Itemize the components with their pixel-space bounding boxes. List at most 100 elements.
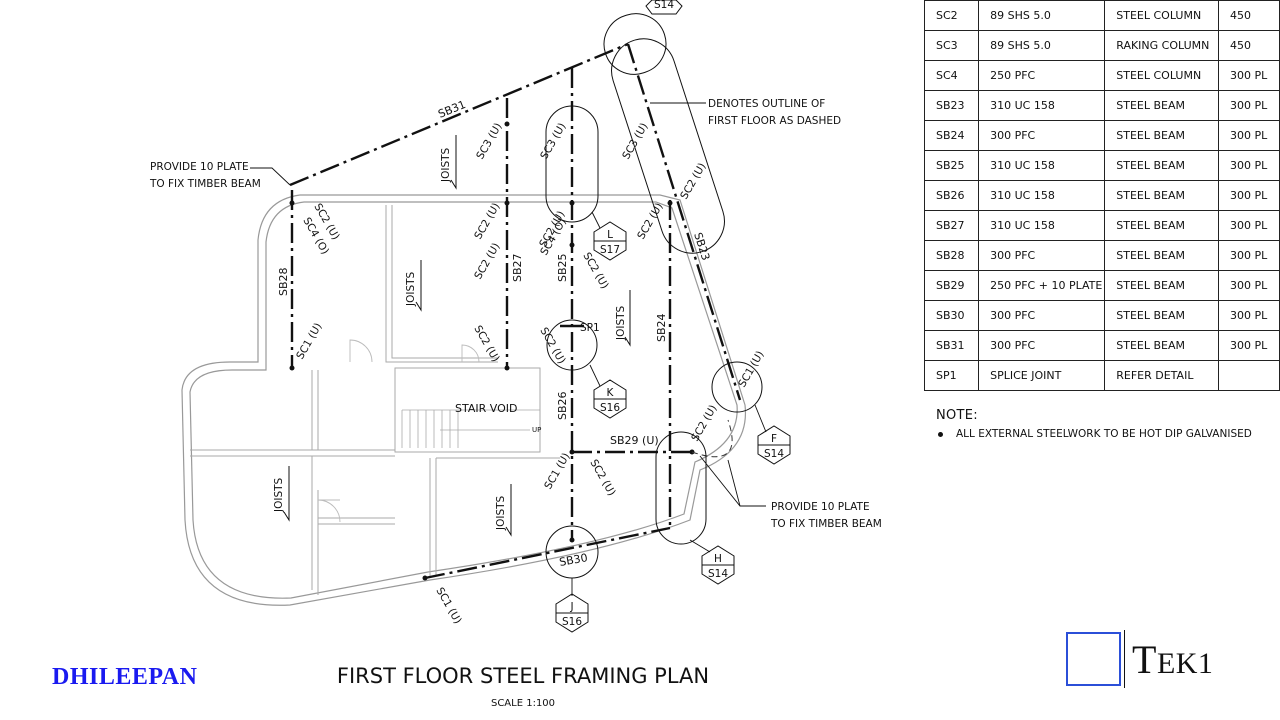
joists-label: JOISTS [405,271,417,307]
member-mark-cell: SB28 [923,240,980,271]
beam-label-sb30: SB30 [558,551,588,569]
beam-labels: SB31 SB28 SB27 SB25 SB24 SB23 SB26 SB29 … [277,98,712,447]
member-ref-cell: 300 PL [1218,270,1280,301]
column-label: SC2 (U) [472,201,502,242]
member-mark-cell: SB31 [923,330,980,361]
stair-void-label: STAIR VOID [455,402,517,415]
callout-ovals [545,13,763,579]
member-ref-cell: 300 PL [1218,240,1280,271]
member-mark-cell: SB30 [923,300,980,331]
member-size-cell: 300 PFC [978,240,1106,271]
detail-letter-k: K [607,387,615,399]
member-ref-cell: 300 PL [1218,210,1280,241]
member-type-cell: STEEL BEAM [1104,210,1220,241]
detail-ref-s17: S17 [600,244,620,256]
member-type-cell: STEEL BEAM [1104,90,1220,121]
joists-label: JOISTS [615,305,627,341]
beam-label-sb28: SB28 [277,267,290,296]
joists-label: JOISTS [440,147,452,183]
door-swings [317,339,480,523]
member-size-cell: 250 PFC + 10 PLATE [978,270,1106,301]
detail-ref-s14-h: S14 [708,568,728,580]
plan-scale: SCALE 1:100 [491,698,555,709]
stair-up-label: UP [532,426,541,434]
logo-rest: EK1 [1156,647,1214,680]
column-label: SC3 (U) [538,121,568,162]
column-label: SC2 (U) [689,403,719,444]
column-points [289,121,695,581]
steel-beams [289,42,742,580]
column-label: SC3 (U) [620,121,650,162]
logo-square [1066,632,1121,686]
member-ref-cell: 450 [1218,0,1280,31]
detail-letter-j: J [569,601,573,613]
joists-label: JOISTS [495,495,507,531]
column-label: SC1 (U) [294,321,324,362]
detail-ref-s16: S16 [600,402,620,414]
member-size-cell: 310 UC 158 [978,210,1106,241]
building-outline [181,194,747,606]
annotation-notes: PROVIDE 10 PLATE TO FIX TIMBER BEAM DENO… [149,98,882,530]
joists-label: JOISTS [273,477,285,513]
column-labels: SC3 (U) SC3 (U) SC3 (U) SC2 (U) SC2 (U) … [294,121,766,626]
outline-note-line-1: DENOTES OUTLINE OF [708,98,825,110]
plate-note-line-2: TO FIX TIMBER BEAM [149,178,261,190]
beam-label-sb27: SB27 [511,253,524,282]
member-ref-cell: 300 PL [1218,90,1280,121]
member-type-cell: STEEL BEAM [1104,180,1220,211]
column-label: SC1 (U) [542,451,572,492]
member-size-cell: 310 UC 158 [978,150,1106,181]
member-mark-cell: SC3 [923,30,980,61]
column-label: SC2 (U) [587,458,617,499]
plate-note-2-line-2: TO FIX TIMBER BEAM [770,518,882,530]
note-item-text: ALL EXTERNAL STEELWORK TO BE HOT DIP GAL… [956,428,1252,440]
member-mark-cell: SB29 [923,270,980,301]
column-label: SC2 (U) [678,161,708,202]
stair-treads [401,409,540,448]
member-ref-cell: 300 PL [1218,330,1280,361]
member-mark-cell: SB27 [923,210,980,241]
member-ref-cell: 300 PL [1218,120,1280,151]
member-size-cell: 300 PFC [978,300,1106,331]
logo-letter: T [1132,637,1157,682]
author-name: DHILEEPAN [52,664,198,690]
beam-label-sb26: SB26 [556,391,569,420]
detail-marker-dividers [556,240,790,614]
member-type-cell: STEEL COLUMN [1104,60,1220,91]
member-mark-cell: SB26 [923,180,980,211]
joist-labels: JOISTS JOISTS JOISTS JOISTS JOISTS [273,147,627,531]
member-ref-cell: 300 PL [1218,150,1280,181]
member-type-cell: STEEL BEAM [1104,330,1220,361]
member-mark-cell: SC4 [923,60,980,91]
member-ref-cell: 450 [1218,30,1280,61]
detail-letter-l: L [607,229,613,241]
member-type-cell: STEEL COLUMN [1104,0,1220,31]
logo-divider [1124,630,1125,688]
member-size-cell: 300 PFC [978,330,1106,361]
interior-walls [190,205,560,595]
member-ref-cell: 300 PL [1218,60,1280,91]
detail-marker-labels: S14 L S17 K S16 F S14 H S14 J S16 [562,0,784,628]
member-mark-cell: SP1 [923,360,980,391]
beam-label-sb24: SB24 [655,313,668,342]
annotation-leaders [250,102,766,507]
brand-logo: TEK1 [1132,636,1213,688]
beam-label-sb25: SB25 [556,253,569,282]
member-type-cell: REFER DETAIL [1104,360,1220,391]
member-type-cell: STEEL BEAM [1104,150,1220,181]
bullet-icon [938,431,943,437]
member-size-cell: 300 PFC [978,120,1106,151]
member-ref-cell [1218,360,1280,391]
member-mark-cell: SB23 [923,90,980,121]
